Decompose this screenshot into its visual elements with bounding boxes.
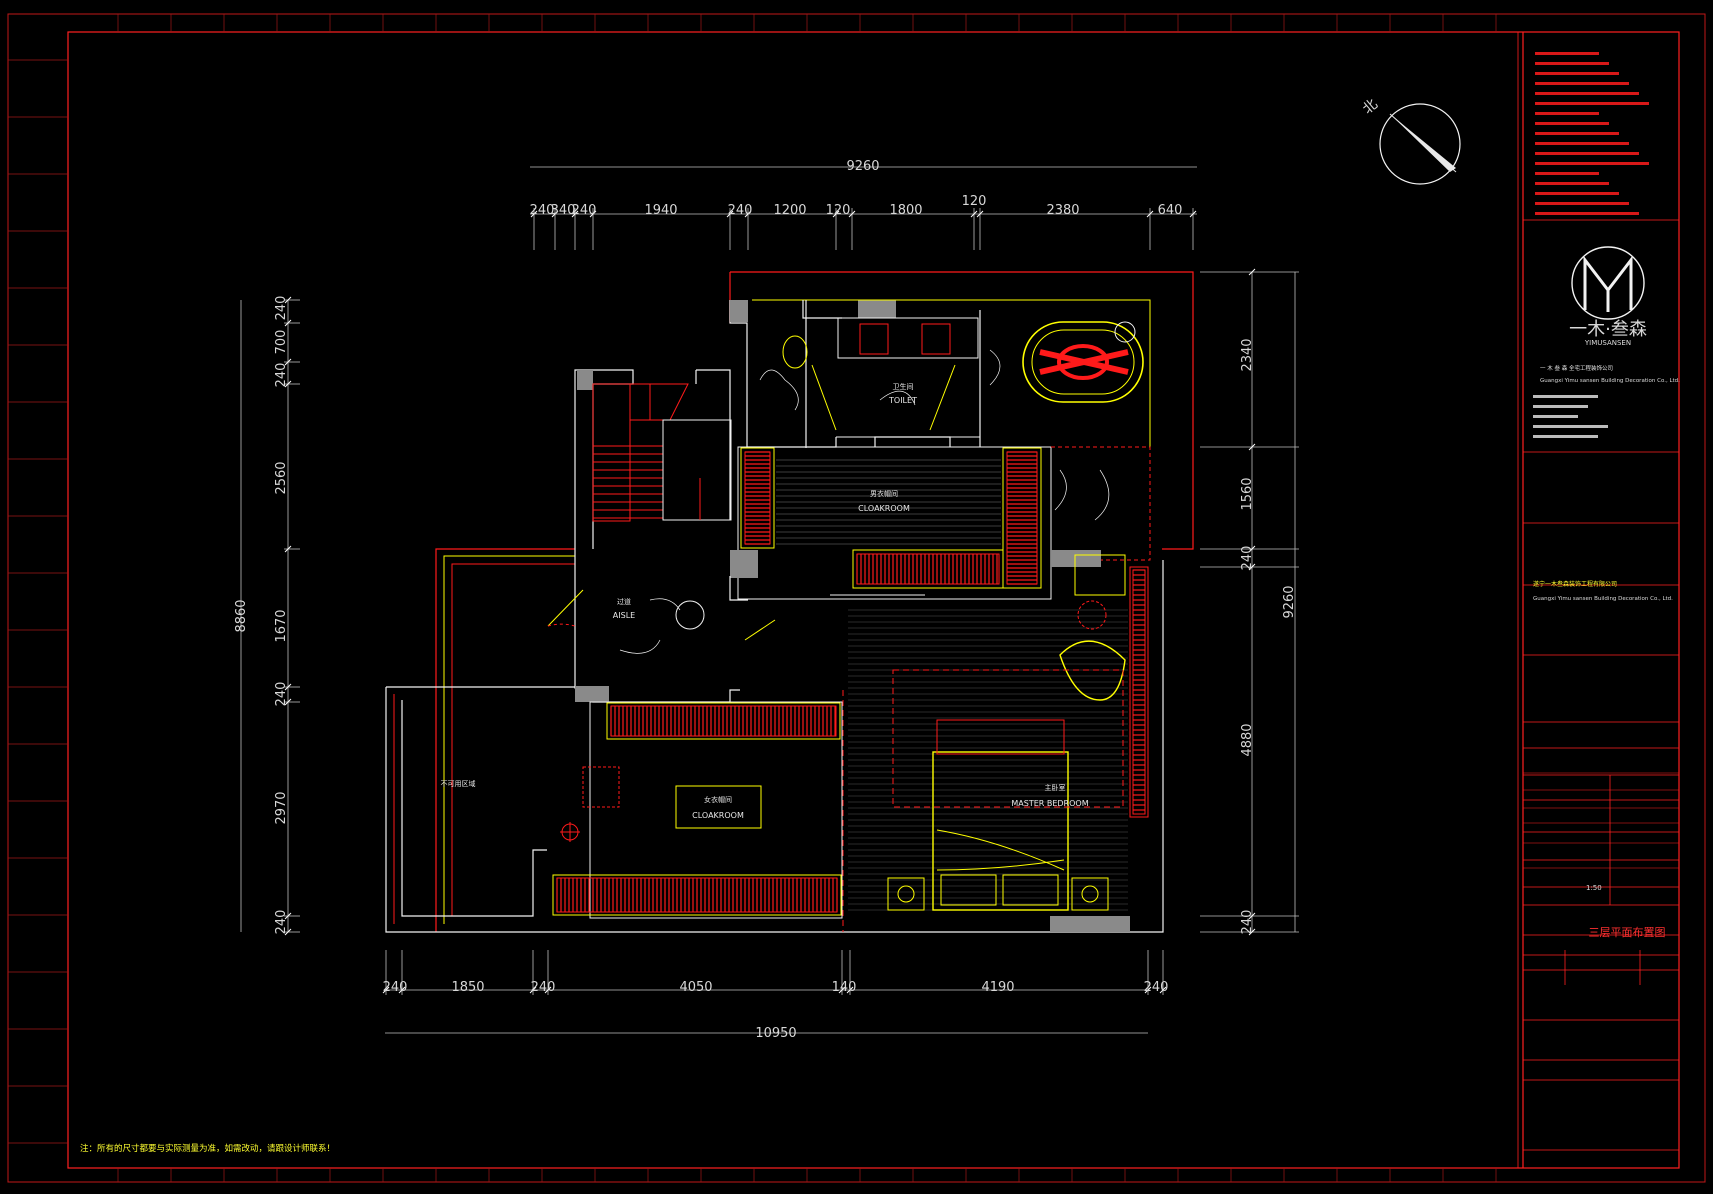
cloakroom-upper — [730, 446, 1052, 600]
cloakroom-upper-label-en: CLOAKROOM — [858, 504, 910, 513]
dim-top-part: 120 — [962, 194, 987, 209]
dim-right-part: 4880 — [1240, 723, 1255, 756]
dim-top-part: 240 — [728, 203, 753, 218]
drawing-note: 注：所有的尺寸都要与实际测量为准，如需改动，请跟设计师联系！ — [80, 1143, 335, 1154]
dim-left-part: 2970 — [274, 791, 289, 824]
cloakroom-lower-label-en: CLOAKROOM — [692, 811, 744, 820]
dim-top-part: 1800 — [889, 203, 922, 218]
dim-bottom-part: 1850 — [451, 980, 484, 995]
dim-top-total: 9260 — [846, 159, 879, 174]
toilet-label-en: TOILET — [888, 396, 917, 405]
outer-walls — [385, 271, 1194, 933]
dim-bottom-part: 240 — [383, 980, 408, 995]
logo-text-cn: 一木·叁森 — [1569, 319, 1647, 340]
dim-top-part: 240 — [530, 203, 555, 218]
dim-bottom-part: 240 — [1144, 980, 1169, 995]
aisle — [547, 549, 776, 703]
company-name-cn: 一 木 叁 森 全宅工程装饰公司 — [1540, 364, 1613, 372]
dim-right-part: 2340 — [1240, 338, 1255, 371]
dim-left-total: 8860 — [234, 599, 249, 632]
dim-top-part: 2380 — [1046, 203, 1079, 218]
dim-top-part: 1940 — [644, 203, 677, 218]
dim-top-part: 120 — [826, 203, 851, 218]
dim-top-part: 640 — [1158, 203, 1183, 218]
dim-bottom-part: 240 — [531, 980, 556, 995]
compass — [1379, 103, 1461, 185]
unusable-area-label: 不可用区域 — [441, 779, 476, 788]
dim-left-part: 240 — [274, 296, 289, 321]
dim-right-parts: 2340 1560 240 4880 240 — [1240, 338, 1255, 934]
dim-top-part: 240 — [572, 203, 597, 218]
master-bedroom-label-en: MASTER BEDROOM — [1011, 799, 1088, 808]
master-bedroom — [848, 600, 1130, 932]
dim-right-part: 240 — [1240, 546, 1255, 571]
title-block — [1523, 52, 1679, 1151]
dim-right-part: 1560 — [1240, 477, 1255, 510]
client-name-cn: 遂宁一木叁森装饰工程有限公司 — [1533, 580, 1617, 588]
dim-bottom-total: 10950 — [755, 1026, 796, 1041]
dim-top-part: 340 — [551, 203, 576, 218]
drawing-title: 三层平面布置图 — [1589, 926, 1666, 939]
cloakroom-lower — [552, 690, 844, 932]
dim-bottom-part: 140 — [832, 980, 857, 995]
scale-value: 1:50 — [1586, 884, 1602, 892]
sheet-border — [7, 13, 1706, 1183]
dim-left-parts: 240 700 240 2560 1670 240 2970 240 — [274, 296, 289, 935]
dim-left-part: 240 — [274, 910, 289, 935]
dim-left-part: 240 — [274, 363, 289, 388]
master-bedroom-label-cn: 主卧室 — [1045, 783, 1066, 792]
aisle-label-cn: 过道 — [617, 597, 631, 606]
logo-text-en: YIMUSANSEN — [1584, 339, 1631, 347]
dim-bottom-parts: 240 1850 240 4050 140 4190 240 — [383, 980, 1169, 995]
dim-left-part: 2560 — [274, 461, 289, 494]
company-name-en: Guangxi Yimu sansen Building Decoration … — [1540, 378, 1680, 384]
dim-bottom-part: 4190 — [981, 980, 1014, 995]
cloakroom-upper-label-cn: 男衣帽间 — [870, 489, 898, 498]
dimension-lines — [240, 166, 1296, 1034]
dim-left-part: 700 — [274, 330, 289, 355]
cloakroom-lower-label-cn: 女衣帽间 — [704, 795, 732, 804]
dim-bottom-part: 4050 — [679, 980, 712, 995]
dim-right-part: 240 — [1240, 910, 1255, 935]
dim-top-part: 1200 — [773, 203, 806, 218]
toilet-label-cn: 卫生间 — [893, 382, 914, 391]
client-name-en: Guangxi Yimu sansen Building Decoration … — [1533, 596, 1673, 602]
sheet-grid-marks — [8, 14, 1497, 1182]
dimension-ticks — [284, 208, 1299, 995]
company-logo — [1571, 246, 1645, 320]
toilet-room — [729, 299, 1151, 448]
dim-left-part: 1670 — [274, 609, 289, 642]
right-utility-zone — [1051, 446, 1151, 818]
stairwell — [574, 369, 732, 549]
aisle-label-en: AISLE — [613, 611, 635, 620]
dim-top-parts: 240 340 240 1940 240 1200 120 1800 120 2… — [530, 194, 1183, 218]
dim-left-part: 240 — [274, 682, 289, 707]
dim-right-total: 9260 — [1282, 585, 1297, 618]
compass-north-label: 北 — [1360, 96, 1381, 117]
